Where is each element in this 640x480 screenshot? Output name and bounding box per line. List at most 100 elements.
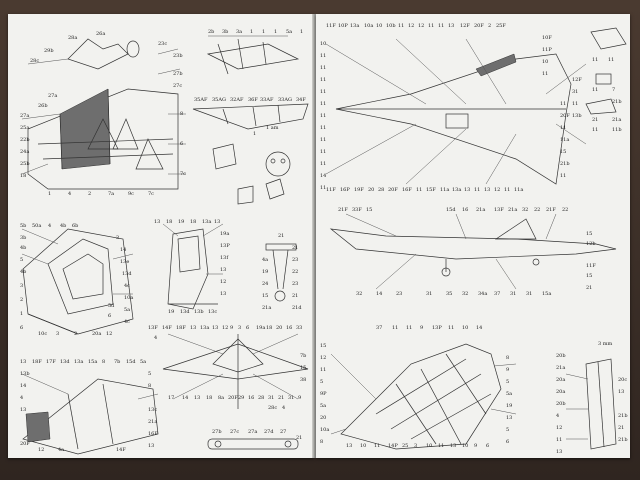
- r-callout-a-33: 11a: [560, 137, 570, 143]
- r-callout-a-26: 11: [320, 113, 327, 119]
- r-callout-c-19: 5: [506, 427, 510, 433]
- r-callout-c-29: 13: [450, 443, 457, 449]
- callout-d-25: 12: [106, 331, 113, 337]
- r-callout-d-6: 4: [556, 413, 560, 419]
- callout-e-10: 12: [220, 279, 227, 285]
- r-callout-a-32: 11: [560, 125, 567, 131]
- r-callout-c-1: 11: [392, 325, 399, 331]
- r-callout-a-21: 11: [320, 53, 327, 59]
- callout-i-1: 27c: [230, 429, 240, 435]
- r-callout-d-14: 21b: [618, 437, 628, 443]
- callout-g-19: 17: [168, 395, 175, 401]
- r-callout-a-16: 10F: [542, 35, 552, 41]
- r-callout-ab-6: 16F: [402, 187, 412, 193]
- callout-f-1: 21: [292, 245, 299, 251]
- callout-e-9: 13: [220, 267, 227, 273]
- callout-a-body-1: 25a: [20, 125, 30, 131]
- drawing-d-cockpit-tub: [21, 228, 134, 335]
- callout-e-14: 13b: [194, 309, 204, 315]
- r-callout-e-0: 11: [592, 57, 599, 63]
- callout-d-20: 4c: [124, 319, 130, 325]
- r-callout-d-11: 13: [618, 389, 625, 395]
- callout-d-2: 4: [48, 223, 52, 229]
- callout-d-1: 50a: [32, 223, 42, 229]
- r-callout-ab-9: 11a: [440, 187, 450, 193]
- r-callout-a-24: 11: [320, 89, 327, 95]
- r-callout-d-4: 20a: [556, 389, 566, 395]
- r-callout-a-35: 21b: [560, 161, 570, 167]
- r-callout-c-24: 14P: [388, 443, 398, 449]
- r-callout-e-6: 21: [592, 117, 599, 123]
- r-callout-a-14: 2: [488, 23, 492, 29]
- callout-f-0: 21: [278, 233, 285, 239]
- right-page-drawings: [325, 27, 627, 450]
- r-callout-d-0: 3 mm: [598, 341, 613, 347]
- callout-i-4: 27: [280, 429, 287, 435]
- r-callout-a-37: 31: [572, 89, 579, 95]
- r-callout-a-23: 11: [320, 77, 327, 83]
- callout-b-6: 5a: [286, 29, 293, 35]
- callout-g-16: 7b: [300, 353, 307, 359]
- callout-g-21: 13: [194, 395, 201, 401]
- callout-h-12: 4: [20, 395, 24, 401]
- r-callout-b-8: 32: [522, 207, 529, 213]
- r-callout-b-24: 31: [510, 291, 517, 297]
- callout-g-25: 29: [238, 395, 245, 401]
- drawing-h-forward-fuselage: [21, 373, 159, 455]
- r-callout-ab-15: 11: [504, 187, 511, 193]
- callout-c-1: 35AG: [212, 97, 226, 103]
- r-callout-c-3: 9: [420, 325, 424, 331]
- callout-c-4: 33AF: [260, 97, 274, 103]
- callout-c-0: 35AF: [194, 97, 208, 103]
- callout-a-body-11: 7c: [148, 191, 154, 197]
- callout-h-10: 13b: [20, 371, 30, 377]
- r-callout-a-6: 11: [398, 23, 405, 29]
- r-callout-c-4: 13P: [432, 325, 442, 331]
- callout-h-8: 15d: [126, 359, 136, 365]
- r-callout-b-12: 15: [586, 231, 593, 237]
- callout-a-body-5: 18: [20, 173, 27, 179]
- callout-d-15: 13e: [120, 259, 130, 265]
- callout-a-body-14: 7c: [180, 171, 186, 177]
- callout-h-18: 12: [38, 447, 45, 453]
- r-callout-a-40: 11: [560, 173, 567, 179]
- callout-e-0: 13: [154, 219, 161, 225]
- instruction-page-right: 11F 10P 13a 10a 10 10b 11 12 12 11 11 13…: [316, 14, 630, 458]
- callout-f-8: 21: [292, 293, 299, 299]
- drawing-b-fuselage-frame: [206, 35, 300, 75]
- r-callout-a-1: 10P: [338, 23, 348, 29]
- callout-g-32: 28c: [268, 405, 278, 411]
- drawing-g-underside-view: [162, 333, 309, 409]
- r-callout-a-31: 20F: [560, 113, 570, 119]
- callout-h-0: 13: [20, 359, 27, 365]
- callout-b-0: 2b: [208, 29, 215, 35]
- callout-d-16: 13d: [122, 271, 132, 277]
- r-callout-a-18: 10: [542, 59, 549, 65]
- callout-h-7: 7b: [114, 359, 121, 365]
- callout-h-17: 20F: [20, 441, 30, 447]
- r-callout-c-36: 14: [476, 325, 483, 331]
- callout-d-11: 1: [20, 311, 24, 317]
- callout-d-12: 6: [20, 325, 24, 331]
- callout-a-body-4: 25b: [20, 161, 30, 167]
- r-callout-e-1: 11: [608, 57, 615, 63]
- r-callout-c-7: 12: [320, 355, 327, 361]
- callout-g-15: 4: [154, 335, 158, 341]
- callout-a-4: 23c: [158, 41, 168, 47]
- r-callout-c-14: 9: [506, 367, 510, 373]
- r-callout-a-5: 10b: [386, 23, 396, 29]
- callout-h-23: 21a: [148, 419, 158, 425]
- callout-f-2: 4a: [262, 257, 269, 263]
- r-callout-b-27: 21: [586, 285, 593, 291]
- callout-b-3: 1: [250, 29, 254, 35]
- callout-b-7: 1: [300, 29, 304, 35]
- r-callout-b-23: 37: [494, 291, 501, 297]
- callout-h-21: 16F: [148, 431, 158, 437]
- r-callout-a-11: 13: [448, 23, 455, 29]
- r-callout-a-8: 12: [418, 23, 425, 29]
- r-callout-c-6: 15: [320, 343, 327, 349]
- callout-c-7: 1: [253, 131, 257, 137]
- r-callout-a-28: 11: [320, 137, 327, 143]
- callout-d-4: 6b: [72, 223, 79, 229]
- r-callout-d-5: 20b: [556, 401, 566, 407]
